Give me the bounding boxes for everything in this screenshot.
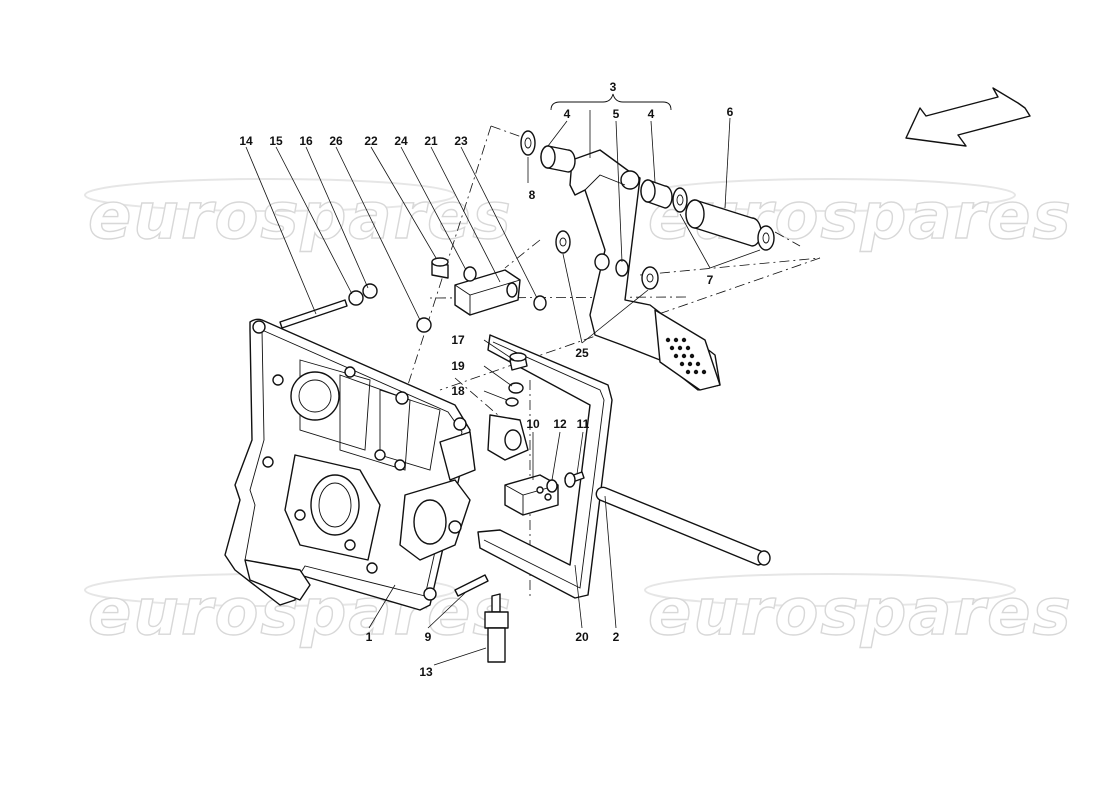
arrow-icon (905, 87, 1031, 147)
label-21: 21 (424, 134, 438, 148)
label-18: 18 (451, 384, 465, 398)
bolt-hardware (505, 352, 528, 407)
shaft-part (595, 486, 771, 566)
label-1: 1 (366, 630, 373, 644)
label-25: 25 (575, 346, 589, 360)
label-11: 11 (577, 417, 590, 431)
label-23: 23 (454, 134, 468, 148)
callout-labels: 3 4 5 4 6 14 15 16 26 22 24 21 23 8 7 25… (239, 80, 733, 679)
watermark-top-right: eurospares (648, 180, 1073, 254)
label-4-left: 4 (564, 107, 571, 121)
label-10: 10 (526, 417, 540, 431)
label-8: 8 (529, 188, 536, 202)
gasket-part (477, 334, 613, 599)
watermark-bottom-right: eurospares (648, 576, 1073, 650)
watermarks: eurospares eurospares eurospares eurospa… (84, 178, 1073, 651)
switch-part (484, 593, 509, 663)
leader-lines (245, 110, 761, 666)
label-7: 7 (707, 273, 714, 287)
label-19: 19 (451, 359, 465, 373)
pedal-arm-part (569, 149, 721, 391)
label-9: 9 (425, 630, 432, 644)
label-22: 22 (364, 134, 378, 148)
label-6: 6 (727, 105, 734, 119)
block-part (504, 471, 585, 516)
label-2: 2 (613, 630, 620, 644)
label-15: 15 (269, 134, 283, 148)
label-17: 17 (451, 333, 465, 347)
label-14: 14 (239, 134, 253, 148)
stud-part (454, 574, 489, 597)
label-24: 24 (394, 134, 408, 148)
label-5: 5 (613, 107, 620, 121)
label-3: 3 (610, 80, 617, 94)
label-4-right: 4 (648, 107, 655, 121)
label-16: 16 (299, 134, 313, 148)
label-12: 12 (553, 417, 567, 431)
watermark-top-left: eurospares (88, 180, 513, 254)
label-26: 26 (329, 134, 343, 148)
label-13: 13 (419, 665, 433, 679)
bushings (520, 130, 775, 290)
brace-3 (550, 93, 672, 111)
label-20: 20 (575, 630, 589, 644)
bracket-part (279, 257, 547, 333)
pedal-box-part (224, 318, 476, 611)
